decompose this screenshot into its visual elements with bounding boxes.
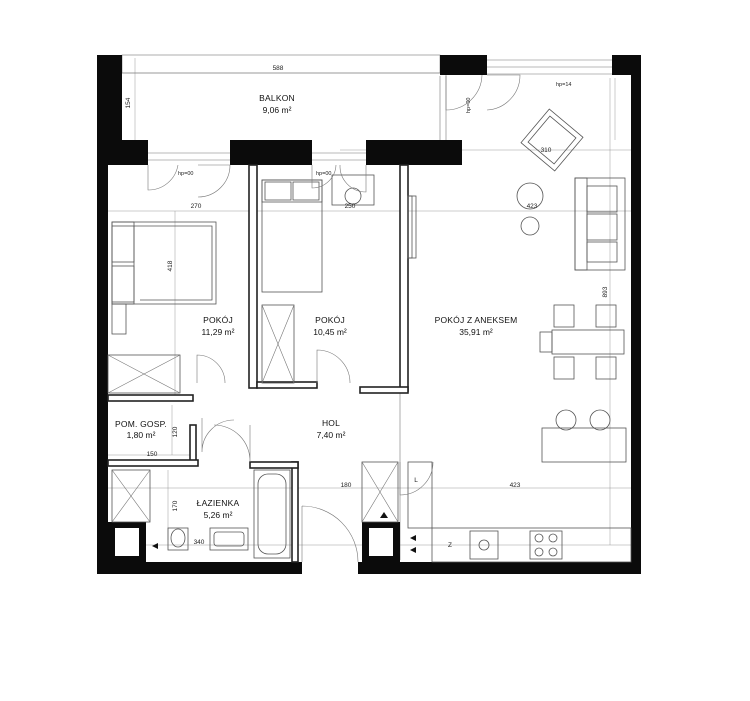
window-outlines (121, 54, 612, 560)
furniture (107, 108, 632, 563)
sill-height-labels: hp=00 hp=00 hp=14 hp=00 L Z (178, 82, 571, 549)
room-area-bathroom: 5,26 m² (204, 510, 233, 520)
room-area-hall: 7,40 m² (317, 430, 346, 440)
dim-living-width: 423 (527, 203, 538, 210)
dimension-lines (108, 58, 632, 546)
partitions (107, 164, 409, 563)
dining-table (551, 329, 625, 355)
fridge-letter: L (414, 477, 418, 484)
dimension-labels: 588 154 270 418 250 423 310 893 120 150 … (125, 65, 609, 546)
room-name-living: POKÓJ Z ANEKSEM (435, 315, 518, 325)
room-name-balcony: BALKON (259, 93, 295, 103)
sofa (574, 177, 626, 271)
room-labels: BALKON 9,06 m² POKÓJ 11,29 m² POKÓJ 10,4… (115, 93, 517, 520)
dim-bedroom1-width: 270 (191, 203, 202, 210)
room-name-bedroom-2: POKÓJ (315, 315, 345, 325)
door-swings (147, 74, 521, 563)
dim-hall-width: 180 (341, 482, 352, 489)
dim-kitchen-width: 423 (510, 482, 521, 489)
hp-living-window: hp=14 (556, 82, 571, 88)
columns (115, 528, 393, 556)
wardrobe-2 (261, 304, 295, 384)
room-area-bedroom-2: 10,45 m² (313, 327, 347, 337)
shower (111, 469, 151, 523)
bed-1 (111, 221, 217, 305)
dim-storage-depth: 120 (172, 426, 179, 437)
hall-wardrobe (361, 461, 399, 523)
bathtub (253, 469, 291, 559)
dim-bath-width: 340 (194, 539, 205, 546)
bed-2 (261, 179, 323, 293)
room-area-living: 35,91 m² (459, 327, 493, 337)
room-name-hall: HOL (322, 418, 340, 428)
room-name-bedroom-1: POKÓJ (203, 315, 233, 325)
hp-bedroom2-window: hp=00 (316, 171, 331, 177)
room-area-storage: 1,80 m² (127, 430, 156, 440)
dim-balcony-depth: 154 (125, 97, 132, 108)
vent-arrows (152, 512, 416, 553)
dim-storage-width: 150 (147, 451, 158, 458)
room-area-balcony: 9,06 m² (263, 105, 292, 115)
dim-bedroom2-width: 250 (345, 203, 356, 210)
dim-living-sofa: 310 (541, 147, 552, 154)
wardrobe-1 (107, 354, 181, 394)
cabinet-letter: Z (448, 542, 452, 549)
kitchen-counter (431, 527, 632, 563)
room-name-bathroom: ŁAZIENKA (197, 498, 240, 508)
dim-living-depth: 893 (602, 286, 609, 297)
room-name-storage: POM. GOSP. (115, 419, 167, 429)
room-area-bedroom-1: 11,29 m² (202, 327, 235, 337)
dim-balcony-width: 588 (273, 65, 284, 72)
dim-bath-depth: 170 (172, 500, 179, 511)
hp-balcony-door: hp=00 (466, 98, 472, 113)
kitchen-island (541, 427, 627, 463)
dim-bedroom1-depth: 418 (167, 260, 174, 271)
hp-bedroom1-window: hp=00 (178, 171, 193, 177)
walls (97, 55, 641, 574)
